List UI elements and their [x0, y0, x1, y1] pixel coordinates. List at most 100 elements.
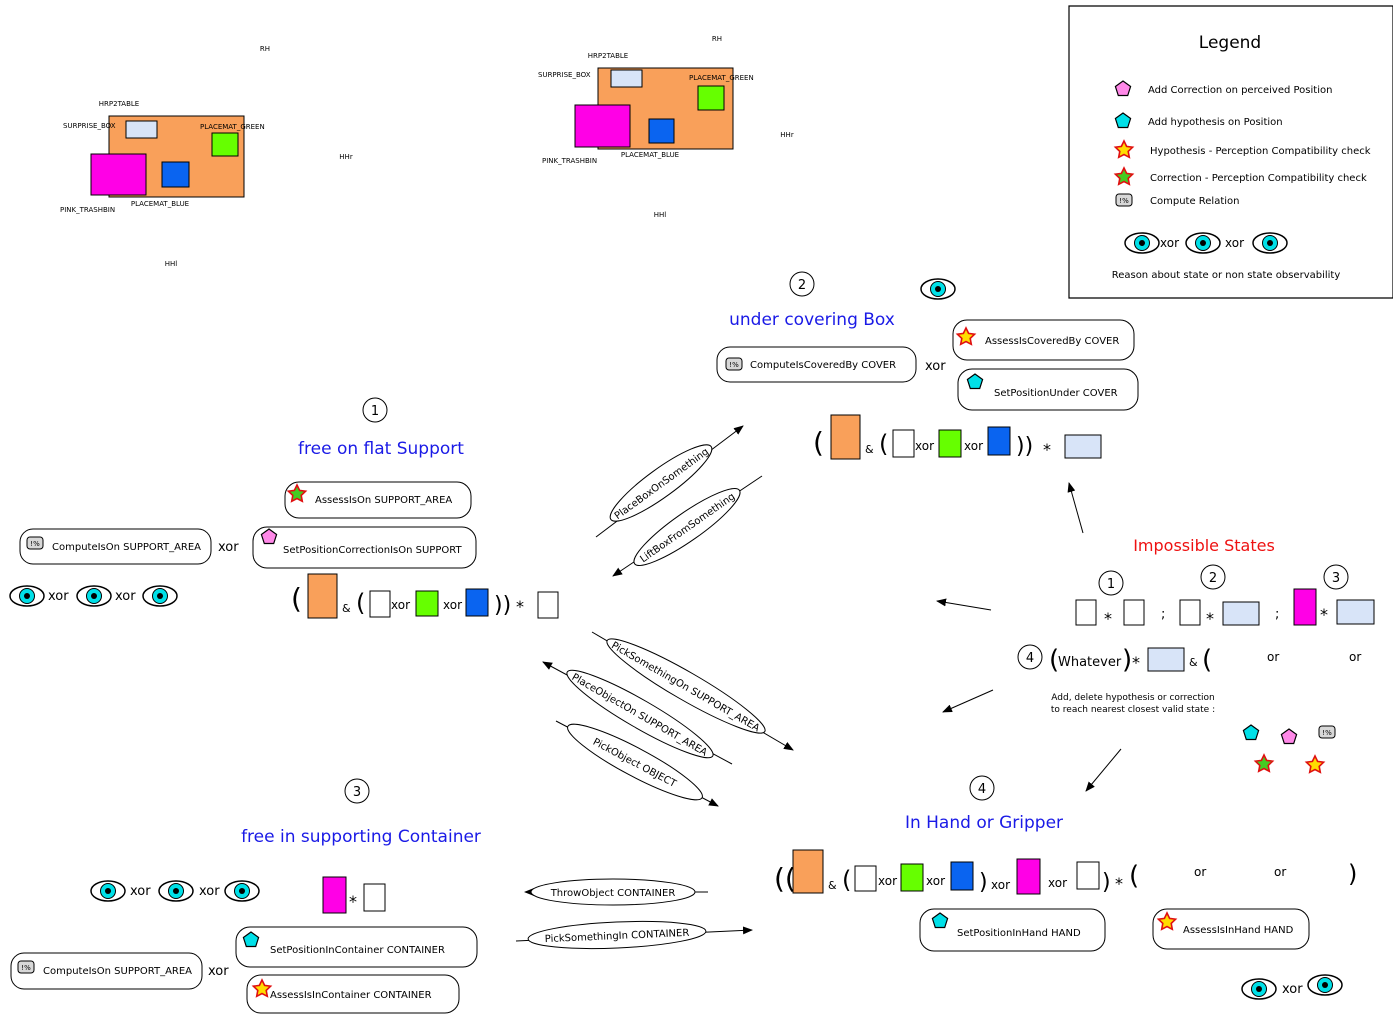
state-4-or-1: or — [1194, 865, 1206, 879]
scene-left-hhl-label: HHl — [165, 260, 178, 268]
action-place-box-ellipse — [609, 444, 713, 522]
impossible-3-star: * — [1320, 605, 1328, 624]
arrow-impossible-to-2 — [1067, 482, 1084, 534]
state-1-assess-box — [284, 481, 472, 519]
state-1-number: 1 — [371, 404, 379, 419]
compute-relation-icon-text: !% — [729, 361, 739, 369]
arrow-impossible-to-1 — [936, 598, 992, 611]
lightblue-block — [1222, 601, 1260, 626]
orange-block — [307, 573, 338, 619]
state-2-title: under covering Box — [729, 310, 895, 330]
state-2-assess-label: AssessIsCoveredBy COVER — [985, 336, 1119, 347]
state-4-or-2: or — [1274, 865, 1286, 879]
impossible-4-paren: ( — [1049, 645, 1059, 675]
scene-right-table-label: HRP2TABLE — [588, 52, 628, 60]
scene-left: RH HRP2TABLE SURPRISE_BOX PLACEMAT_GREEN… — [60, 45, 353, 268]
compute-relation-icon-text: !% — [30, 540, 40, 548]
impossible-4-star: * — [1132, 653, 1140, 672]
state-4-amp: & — [828, 879, 837, 892]
state-1-xor-a: xor — [391, 598, 410, 612]
legend-box: Legend Add Correction on perceived Posit… — [1068, 5, 1393, 299]
lightblue-block — [1147, 647, 1185, 672]
state-2-xor-b: xor — [964, 439, 983, 453]
state-1-xor-compute: xor — [218, 540, 239, 555]
state-3-title: free in supporting Container — [241, 827, 481, 847]
state-4-number-circle — [969, 775, 995, 801]
impossible-4-paren: ) — [1122, 645, 1132, 675]
state-3: 3 free in supporting Container xor xor *… — [10, 778, 481, 1014]
state-1-paren: ( — [356, 589, 365, 617]
state-2: 2 under covering Box !% ComputeIsCovered… — [716, 271, 1139, 460]
scene-right-placemat-blue — [648, 118, 675, 144]
magenta-block — [1016, 858, 1041, 895]
eye-icon — [1307, 974, 1343, 996]
legend-item-0: Add Correction on perceived Position — [1148, 85, 1332, 96]
scene-left-hhr-label: HHr — [339, 153, 353, 161]
state-3-xor-compute: xor — [208, 964, 229, 979]
impossible-1-circle — [1098, 570, 1124, 596]
legend-item-2: Hypothesis - Perception Compatibility ch… — [1150, 146, 1371, 157]
state-3-assess-box — [246, 974, 460, 1014]
action-place-on-ellipse — [566, 669, 714, 759]
legend-title: Legend — [1199, 33, 1261, 53]
eye-icon — [9, 585, 45, 607]
state-4-close-paren: ) — [979, 870, 988, 895]
impossible-or-1: or — [1267, 650, 1279, 664]
red-star-icon — [1305, 755, 1325, 774]
state-4-set-box — [919, 908, 1106, 952]
state-1-set-label: SetPositionCorrectionIsOn SUPPORT — [283, 545, 462, 556]
magenta-block — [322, 876, 347, 914]
impossible-whatever: Whatever — [1058, 655, 1122, 670]
eye-icon — [76, 585, 112, 607]
impossible-note-2: to reach nearest closest valid state : — [1051, 705, 1215, 715]
scene-right-blue-label: PLACEMAT_BLUE — [621, 151, 679, 159]
action-throw-label: ThrowObject CONTAINER — [550, 888, 676, 899]
state-4-assess-box — [1152, 908, 1310, 950]
impossible-semicolon-2: ; — [1275, 607, 1279, 622]
state-3-assess-label: AssessIsInContainer CONTAINER — [270, 990, 432, 1001]
state-1-set-box — [252, 526, 477, 569]
scene-right-hhr-label: HHr — [780, 131, 794, 139]
empty-block — [892, 429, 915, 458]
scene-left-blue-label: PLACEMAT_BLUE — [131, 200, 189, 208]
action-pick-object-ellipse — [567, 723, 703, 801]
state-3-star: * — [349, 892, 357, 911]
state-4-close-paren: ) — [1102, 870, 1111, 895]
scene-left-box-label: SURPRISE_BOX — [63, 122, 116, 130]
scene-left-pink-trashbin — [90, 153, 147, 196]
eye-icon — [1252, 232, 1288, 254]
state-3-set-label: SetPositionInContainer CONTAINER — [270, 945, 445, 956]
state-1: 1 free on flat Support AssessIsOn SUPPOR… — [9, 397, 559, 619]
legend-item-4: Compute Relation — [1150, 196, 1240, 207]
compute-relation-icon-text: !% — [21, 964, 31, 972]
legend-item-1: Add hypothesis on Position — [1148, 117, 1283, 128]
state-2-compute-label: ComputeIsCoveredBy COVER — [750, 360, 896, 371]
eye-icon — [920, 278, 956, 300]
state-3-number: 3 — [353, 785, 361, 800]
eye-icon — [224, 880, 260, 902]
impossible-4-number: 4 — [1026, 651, 1034, 666]
lightblue-block — [1336, 599, 1375, 625]
impossible-3-circle — [1323, 564, 1349, 590]
state-3-compute-box — [10, 952, 203, 990]
scene-left-placemat-green — [211, 132, 239, 157]
state-2-set-box — [957, 368, 1139, 411]
scene-right-surprise-box — [610, 69, 643, 88]
impossible-semicolon-1: ; — [1161, 607, 1165, 622]
scene-right: RH HRP2TABLE SURPRISE_BOX PLACEMAT_GREEN… — [538, 35, 794, 219]
eye-icon — [90, 880, 126, 902]
action-pick-in-ellipse — [527, 920, 707, 950]
green-block — [900, 863, 924, 892]
eye-icon — [1124, 232, 1160, 254]
green-block — [938, 429, 962, 458]
pink-pentagon-icon — [1280, 728, 1298, 745]
state-4-assess-label: AssessIsInHand HAND — [1183, 925, 1294, 936]
impossible-1-star: * — [1104, 609, 1112, 628]
state-2-amp: & — [865, 443, 874, 456]
state-1-compute-label: ComputeIsOn SUPPORT_AREA — [52, 542, 201, 553]
impossible-note-1: Add, delete hypothesis or correction — [1051, 693, 1214, 703]
state-4-close-paren: ) — [1348, 860, 1357, 888]
transitions — [515, 425, 1122, 950]
state-4-paren: (( — [774, 862, 796, 895]
